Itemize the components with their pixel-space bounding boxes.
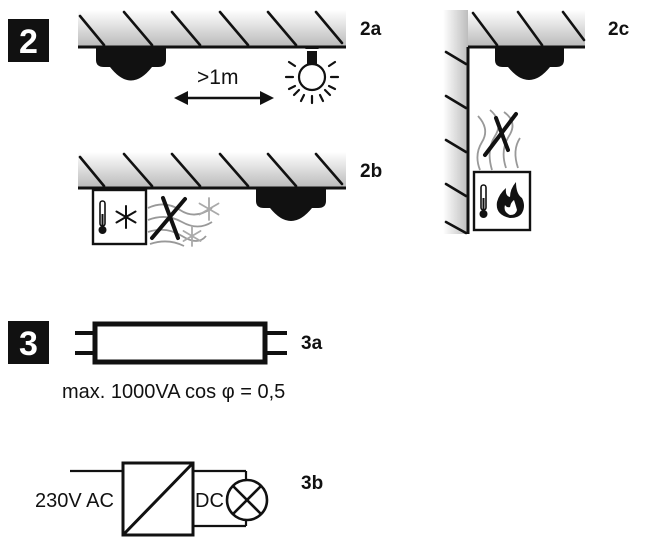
scene-2c: 2c (443, 10, 630, 235)
detector-2b-icon (256, 189, 326, 221)
detector-2a-icon (96, 48, 166, 81)
step-2-badge: 2 (8, 19, 49, 62)
label-3a: 3a (301, 333, 323, 354)
faded-snowflake-icon (182, 197, 220, 247)
scene-2b: 2b (78, 152, 382, 247)
dc-output-label: DC (195, 490, 224, 512)
not-allowed-cross-2c-icon (483, 112, 518, 157)
fluorescent-tube-icon (75, 321, 287, 365)
scene-3b: 230V AC DC 3b (35, 461, 323, 537)
step-3-number: 3 (19, 325, 38, 363)
ceiling-2a (78, 10, 346, 49)
cold-airflow-icon (147, 203, 213, 247)
light-bulb-icon (284, 47, 340, 105)
max-load-text: max. 1000VA cos φ = 0,5 (62, 381, 285, 403)
lamp-symbol-icon (225, 478, 269, 522)
not-allowed-cross-icon (150, 196, 187, 240)
thermometer-icon (98, 200, 107, 234)
label-3b: 3b (301, 473, 323, 494)
scene-3a: 3a max. 1000VA cos φ = 0,5 (62, 321, 323, 403)
air-conditioner-unit (91, 188, 148, 246)
detector-2c-icon (495, 48, 564, 80)
snowflake-icon (115, 205, 137, 229)
step-2-number: 2 (19, 23, 38, 61)
distance-arrow-icon (174, 91, 274, 105)
wall-and-ceiling-2c (443, 10, 586, 235)
thermometer-2c-icon (479, 184, 488, 218)
ceiling-2b (78, 152, 346, 190)
step-3-badge: 3 (8, 321, 49, 364)
ac-dc-converter-icon (121, 461, 195, 537)
heater-unit (472, 170, 532, 232)
scene-2a: >1m 2a (78, 10, 382, 105)
flame-icon (496, 182, 524, 218)
input-voltage-label: 230V AC (35, 490, 114, 512)
distance-label: >1m (197, 66, 238, 89)
label-2c: 2c (608, 19, 630, 40)
label-2a: 2a (360, 19, 382, 40)
label-2b: 2b (360, 161, 382, 182)
